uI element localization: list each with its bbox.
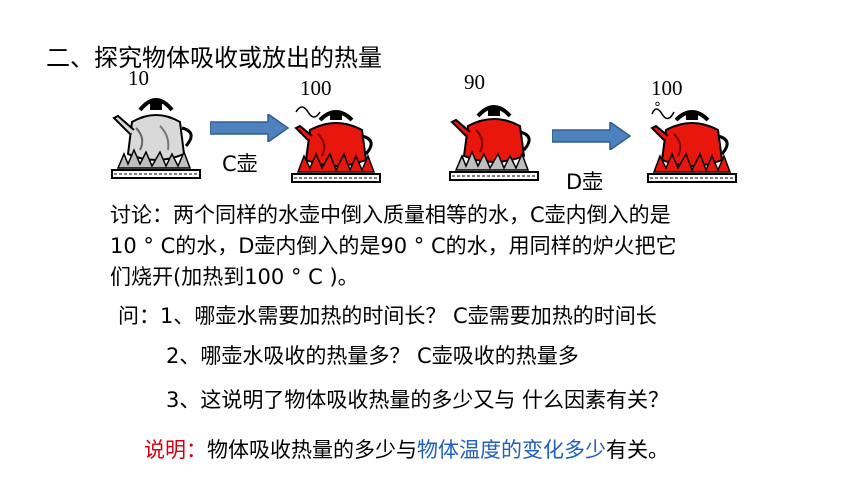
question-1: 问：1、哪壶水需要加热的时间长？ C壶需要加热的时间长 — [118, 304, 657, 328]
arrow-right-icon — [552, 122, 632, 150]
discussion-line-3: 们烧开(加热到100 ° C )。 — [110, 265, 359, 289]
kettle-3-temp: 90 — [464, 70, 485, 94]
question-3: 3、这说明了物体吸收热量的多少又与 什么因素有关？ — [166, 388, 670, 412]
slide-title: 二、探究物体吸收或放出的热量 — [46, 44, 382, 72]
conclusion: 说明：物体吸收热量的多少与物体温度的变化多少有关。 — [144, 434, 669, 464]
kettle-hot-icon — [449, 105, 539, 181]
kettle-hot-icon — [647, 108, 737, 183]
kettle-cold-icon — [111, 98, 201, 179]
arrow-right-icon — [210, 114, 290, 142]
question-2: 2、哪壶水吸收的热量多？ C壶吸收的热量多 — [166, 344, 579, 368]
kettle-4-temp: 100 — [651, 76, 683, 100]
conclusion-part-2: 有关。 — [606, 438, 669, 462]
arrow-1-label: C壶 — [222, 152, 258, 176]
conclusion-highlight: 物体温度的变化多少 — [417, 438, 606, 462]
discussion-line-1: 讨论：两个同样的水壶中倒入质量相等的水，C壶内倒入的是 — [110, 203, 671, 227]
kettle-1-temp: 10 — [128, 66, 149, 90]
kettle-4-degree: ° — [654, 100, 661, 116]
kettle-2-temp: 100 — [300, 76, 332, 100]
arrow-2-label: D壶 — [566, 170, 604, 194]
conclusion-part-1: 物体吸收热量的多少与 — [207, 438, 417, 462]
discussion-line-2: 10 ° C的水，D壶内倒入的是90 ° C的水，用同样的炉火把它 — [110, 234, 677, 258]
conclusion-label: 说明： — [144, 438, 207, 462]
kettle-hot-icon — [291, 106, 381, 183]
